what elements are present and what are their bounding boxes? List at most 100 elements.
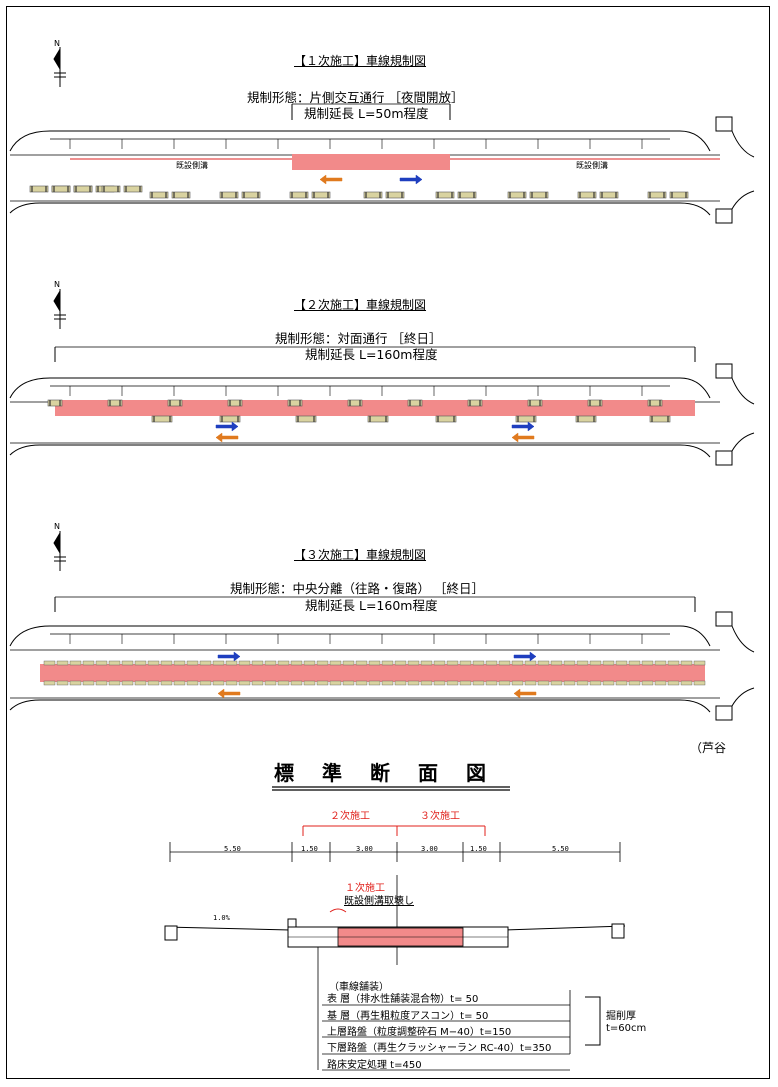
s3-cone-top bbox=[563, 660, 576, 666]
s2-cone-top-108 bbox=[107, 399, 123, 407]
s1-cone-5 bbox=[219, 191, 239, 199]
s3-cone-top bbox=[550, 660, 563, 666]
s3-cone-top bbox=[238, 660, 251, 666]
excavation-label: 掘削厚 bbox=[606, 1011, 636, 1022]
right-structure bbox=[611, 923, 625, 939]
dim-3: 3.00 bbox=[356, 845, 373, 853]
layer-surface: 表 層（排水性舗装混合物）t= 50 bbox=[327, 994, 479, 1005]
s3-cone-top bbox=[485, 660, 498, 666]
s2-cone-top-348 bbox=[347, 399, 363, 407]
s2-cone-top-468 bbox=[467, 399, 483, 407]
s2-cone-bot-1 bbox=[219, 415, 241, 423]
s3-cone-bot bbox=[329, 680, 342, 686]
s3-cone-top bbox=[303, 660, 316, 666]
s3-cone-top bbox=[628, 660, 641, 666]
s3-cone-top bbox=[446, 660, 459, 666]
s1-cone-b10 bbox=[599, 191, 619, 199]
road-1-curve-top bbox=[731, 130, 755, 158]
s3-cone-bot bbox=[550, 680, 563, 686]
s3-cone-top bbox=[212, 660, 225, 666]
layer-subgrade: 路床安定処理 t=450 bbox=[327, 1060, 422, 1071]
s3-cone-bot bbox=[173, 680, 186, 686]
s1-cone-3 bbox=[101, 185, 121, 193]
s2-cone-top-288 bbox=[287, 399, 303, 407]
s3-cone-top bbox=[69, 660, 82, 666]
s3-cone-bot bbox=[524, 680, 537, 686]
s2-cone-top-528 bbox=[527, 399, 543, 407]
s3-cone-bot bbox=[394, 680, 407, 686]
s1-arrow-blue bbox=[399, 174, 423, 185]
s3-cone-top bbox=[43, 660, 56, 666]
drawing-frame bbox=[6, 6, 770, 1079]
s3-cone-top bbox=[95, 660, 108, 666]
s3-cone-bot bbox=[355, 680, 368, 686]
excavation-bracket bbox=[585, 996, 601, 1046]
s3-cone-bot bbox=[212, 680, 225, 686]
s3-cone-bot bbox=[147, 680, 160, 686]
s3-cone-bot bbox=[316, 680, 329, 686]
s3-cone-bot bbox=[121, 680, 134, 686]
s3-cone-bot bbox=[459, 680, 472, 686]
s3-cone-top bbox=[524, 660, 537, 666]
s2-arrow-orange-2 bbox=[511, 432, 535, 443]
north-label-3: N bbox=[54, 522, 60, 531]
s3-cone-bot bbox=[342, 680, 355, 686]
phase1-note: 既設側溝取壊し bbox=[344, 896, 414, 907]
pavement-heading: （車線舗装） bbox=[329, 982, 389, 993]
s3-cone-bot bbox=[225, 680, 238, 686]
s3-cone-top bbox=[511, 660, 524, 666]
road-2-box-bot bbox=[715, 450, 733, 466]
dim-6: 5.50 bbox=[552, 845, 569, 853]
section3-title: 【３次施工】車線規制図 bbox=[294, 548, 427, 562]
s3-cone-top bbox=[498, 660, 511, 666]
s1-cone-7 bbox=[363, 191, 383, 199]
s1-cone-b9 bbox=[529, 191, 549, 199]
north-label-2: N bbox=[54, 280, 60, 289]
s3-cone-top bbox=[459, 660, 472, 666]
s1-cone-b4 bbox=[171, 191, 191, 199]
s3-cone-top bbox=[576, 660, 589, 666]
s3-cone-bot bbox=[576, 680, 589, 686]
s2-cone-top-648 bbox=[647, 399, 663, 407]
s1-cone-b6 bbox=[311, 191, 331, 199]
road-2-lower-edge bbox=[9, 444, 711, 458]
s3-cone-bot bbox=[368, 680, 381, 686]
road-1-curve-bot bbox=[731, 190, 755, 210]
layer-upper-subbase: 上層路盤（粒度調整砕石 M−40）t=150 bbox=[327, 1027, 512, 1038]
s1-arrow-orange bbox=[319, 174, 343, 185]
s3-cone-bot bbox=[199, 680, 212, 686]
road-3-upper-edge bbox=[9, 625, 711, 647]
road-1-box-top bbox=[715, 116, 733, 132]
s1-cone-6 bbox=[289, 191, 309, 199]
s3-cone-top bbox=[277, 660, 290, 666]
s1-cone-0 bbox=[29, 185, 49, 193]
s3-cone-top bbox=[472, 660, 485, 666]
s3-cone-top bbox=[225, 660, 238, 666]
section1-title: 【１次施工】車線規制図 bbox=[294, 54, 427, 68]
section2-length: 規制延長 L=160m程度 bbox=[305, 347, 438, 362]
s3-cone-bot bbox=[277, 680, 290, 686]
s2-cone-top-48 bbox=[47, 399, 63, 407]
s3-cone-top bbox=[134, 660, 147, 666]
road-3-lower-edge bbox=[9, 699, 711, 713]
road-1-lower-edge bbox=[9, 202, 711, 216]
s3-cone-bot bbox=[251, 680, 264, 686]
s3-arrow-blue-1 bbox=[217, 651, 241, 662]
s3-cone-bot bbox=[472, 680, 485, 686]
section3-regulation: 規制形態：中央分離（往路・復路） ［終日］ bbox=[230, 581, 484, 596]
s3-cone-bot bbox=[511, 680, 524, 686]
cross-section-title: 標準断面図 bbox=[274, 761, 514, 785]
s3-cone-top bbox=[82, 660, 95, 666]
regulation-zone-1 bbox=[292, 154, 450, 170]
s2-cone-bot-3 bbox=[367, 415, 389, 423]
layer-base: 基 層（再生粗粒度アスコン）t= 50 bbox=[327, 1011, 489, 1022]
s3-cone-top bbox=[147, 660, 160, 666]
s3-cone-bot bbox=[381, 680, 394, 686]
road-1-box-bot bbox=[715, 208, 733, 224]
s3-cone-top bbox=[602, 660, 615, 666]
s3-cone-top bbox=[264, 660, 277, 666]
s3-cone-top bbox=[680, 660, 693, 666]
section1-ditch-label-right: 既設側溝 bbox=[576, 161, 608, 170]
dim-2: 1.50 bbox=[301, 845, 318, 853]
s3-cone-bot bbox=[615, 680, 628, 686]
